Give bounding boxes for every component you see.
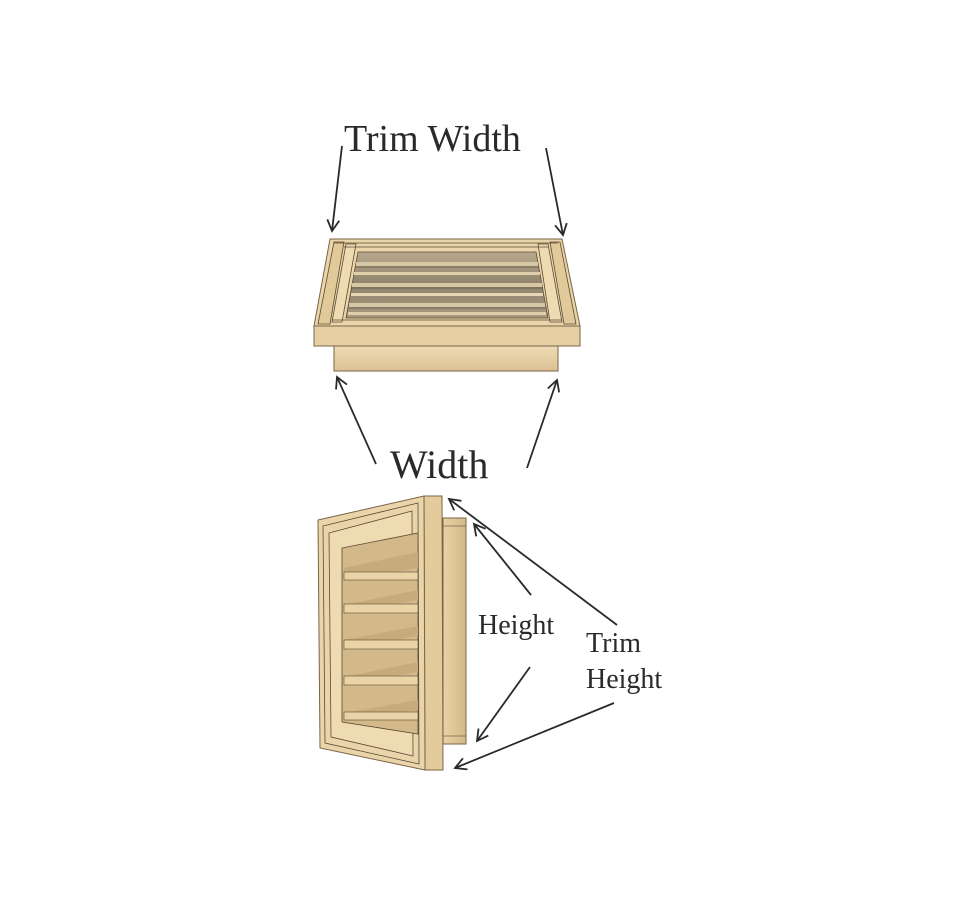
trim-width-arrow-left — [326, 145, 343, 233]
height-label: Height — [478, 610, 555, 641]
trim-height-arrow-top — [447, 497, 618, 626]
trim-height-label-line1: Trim — [586, 628, 642, 659]
height-arrow-bottom — [475, 666, 531, 743]
width-arrow-right — [526, 378, 561, 469]
height-arrow-top — [472, 522, 532, 596]
trim-height-label-line2: Height — [586, 664, 663, 695]
trim-width-label: Trim Width — [344, 118, 521, 160]
width-arrow-left — [335, 375, 377, 465]
top-view-vent — [313, 238, 581, 372]
side-view-vent — [317, 495, 467, 771]
dimension-arrows — [326, 145, 618, 771]
width-label: Width — [390, 442, 489, 487]
trim-width-arrow-right — [545, 147, 568, 237]
side-louvers — [343, 552, 419, 721]
top-louvers — [348, 262, 546, 315]
trim-height-arrow-bottom — [453, 702, 615, 771]
